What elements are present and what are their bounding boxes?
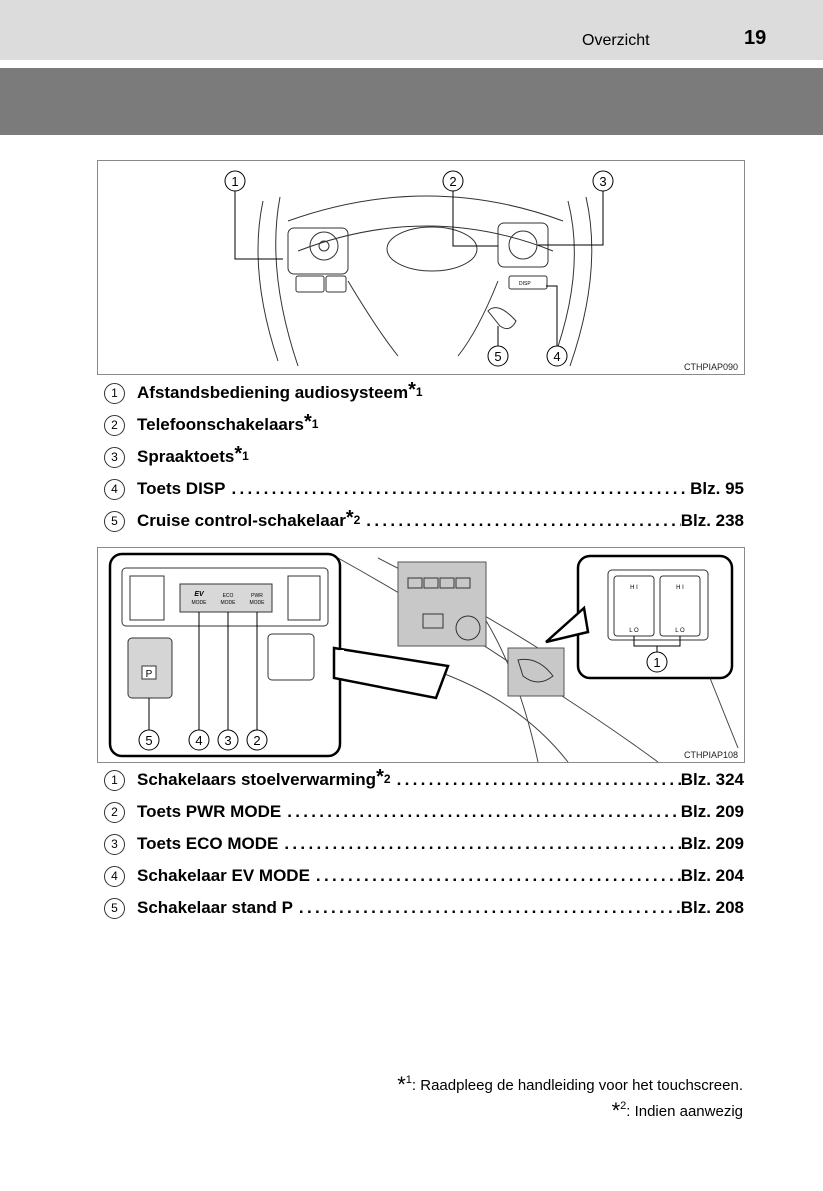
console-controls-list: 1 Schakelaars stoelverwarming*2 ........… [104, 764, 744, 924]
seat-heater-left-lo: L O [629, 628, 639, 634]
page-reference: Blz. 209 [680, 802, 744, 821]
callout-5-circle [138, 729, 160, 751]
dot-leader: ........................................… [396, 770, 681, 789]
page-number: 19 [744, 27, 767, 49]
item-label: Toets DISP [137, 479, 226, 498]
eco-mode-sublabel: MODE [221, 600, 237, 606]
dot-leader: ........................................… [231, 479, 690, 498]
item-number: 5 [104, 897, 125, 919]
figure-code: CTHPIAP090 [683, 362, 738, 372]
item-number: 1 [104, 382, 125, 404]
footnote-ref: *2 [345, 506, 361, 529]
footnote-1: *1: Raadpleeg de handleiding voor het to… [397, 1072, 743, 1097]
footnote-ref: *2 [376, 765, 391, 788]
dot-leader: ........................................… [287, 802, 681, 821]
callout-5: 5 [494, 349, 501, 364]
callout-2: 2 [449, 174, 456, 189]
callout-4: 4 [195, 733, 202, 748]
callout-1-circle [646, 651, 668, 673]
dot-leader: ........................................… [366, 511, 681, 530]
callout-4-circle [546, 345, 568, 367]
callout-3: 3 [599, 174, 606, 189]
item-label: Telefoonschakelaars [137, 415, 304, 434]
page-reference: Blz. 324 [680, 770, 744, 789]
list-item: 2 Toets PWR MODE .......................… [104, 796, 744, 828]
callout-4: 4 [553, 349, 560, 364]
callout-1-circle [224, 170, 246, 192]
ev-mode-sublabel: MODE [192, 600, 208, 606]
item-label: Schakelaar EV MODE [137, 866, 310, 885]
section-title: Overzicht [582, 32, 650, 49]
item-label: Cruise control-schakelaar [137, 511, 346, 530]
item-label: Toets ECO MODE [137, 834, 279, 853]
item-number: 3 [104, 833, 125, 855]
page-reference: Blz. 238 [680, 511, 744, 530]
callout-2: 2 [253, 733, 260, 748]
item-label: Afstandsbediening audiosysteem [137, 383, 409, 402]
callout-2-circle [246, 729, 268, 751]
steering-wheel-illustration: DISP 1 2 3 4 5 [224, 170, 614, 367]
callout-3-circle [592, 170, 614, 192]
item-number: 4 [104, 478, 125, 500]
item-number: 3 [104, 446, 125, 468]
eco-mode-label: ECO [223, 593, 234, 599]
callout-4-circle [188, 729, 210, 751]
ev-mode-label: EV [194, 591, 205, 598]
footnote-ref: *1 [303, 410, 319, 433]
steering-wheel-figure: DISP 1 2 3 4 5 CTHPIAP090 [97, 160, 745, 375]
callout-1: 1 [231, 174, 238, 189]
footnote-2: *2: Indien aanwezig [611, 1098, 743, 1123]
item-number: 2 [104, 414, 125, 436]
item-label: Schakelaars stoelverwarming [137, 770, 377, 789]
pwr-mode-sublabel: MODE [250, 600, 266, 606]
list-item: 4 Toets DISP ...........................… [104, 473, 744, 505]
callout-5-circle [487, 345, 509, 367]
figure-code: CTHPIAP108 [683, 750, 738, 760]
footnotes: *1: Raadpleeg de handleiding voor het to… [397, 1072, 743, 1124]
disp-button-label: DISP [519, 281, 531, 287]
footnote-ref: *1 [234, 442, 249, 465]
title-band [0, 68, 823, 135]
console-figure: EV MODE ECO MODE PWR MODE P H I H I L O … [97, 547, 745, 763]
list-item: 2 Telefoonschakelaars*1 [104, 409, 744, 441]
list-item: 4 Schakelaar EV MODE ...................… [104, 860, 744, 892]
console-illustration: EV MODE ECO MODE PWR MODE P H I H I L O … [108, 552, 739, 762]
pwr-mode-label: PWR [251, 593, 263, 599]
callout-5: 5 [145, 733, 152, 748]
list-item: 1 Afstandsbediening audiosysteem*1 [104, 377, 744, 409]
list-item: 3 Toets ECO MODE .......................… [104, 828, 744, 860]
item-number: 5 [104, 510, 125, 532]
seat-heater-left-hi: H I [630, 585, 638, 591]
dot-leader: ........................................… [284, 834, 681, 853]
list-item: 3 Spraaktoets*1 [104, 441, 744, 473]
seat-heater-right-hi: H I [676, 585, 684, 591]
steering-controls-list: 1 Afstandsbediening audiosysteem*1 2 Tel… [104, 377, 744, 537]
list-item: 5 Schakelaar stand P ...................… [104, 892, 744, 924]
dot-leader: ........................................… [298, 898, 681, 917]
callout-3-circle [217, 729, 239, 751]
callout-3: 3 [224, 733, 231, 748]
item-number: 4 [104, 865, 125, 887]
dot-leader: ........................................… [315, 866, 681, 885]
seat-heater-right-lo: L O [675, 628, 685, 634]
item-number: 2 [104, 801, 125, 823]
item-label: Toets PWR MODE [137, 802, 282, 821]
item-label: Schakelaar stand P [137, 898, 293, 917]
item-number: 1 [104, 769, 125, 791]
page-reference: Blz. 208 [680, 898, 744, 917]
page-reference: Blz. 95 [690, 479, 744, 498]
footnote-ref: *1 [408, 378, 423, 401]
header-bar: Overzicht 19 [0, 0, 823, 60]
page-reference: Blz. 204 [680, 866, 744, 885]
list-item: 5 Cruise control-schakelaar*2 ..........… [104, 505, 744, 537]
list-item: 1 Schakelaars stoelverwarming*2 ........… [104, 764, 744, 796]
page-reference: Blz. 209 [680, 834, 744, 853]
park-button-label: P [146, 669, 153, 680]
callout-2-circle [442, 170, 464, 192]
callout-1: 1 [653, 655, 660, 670]
item-label: Spraaktoets [137, 447, 235, 466]
